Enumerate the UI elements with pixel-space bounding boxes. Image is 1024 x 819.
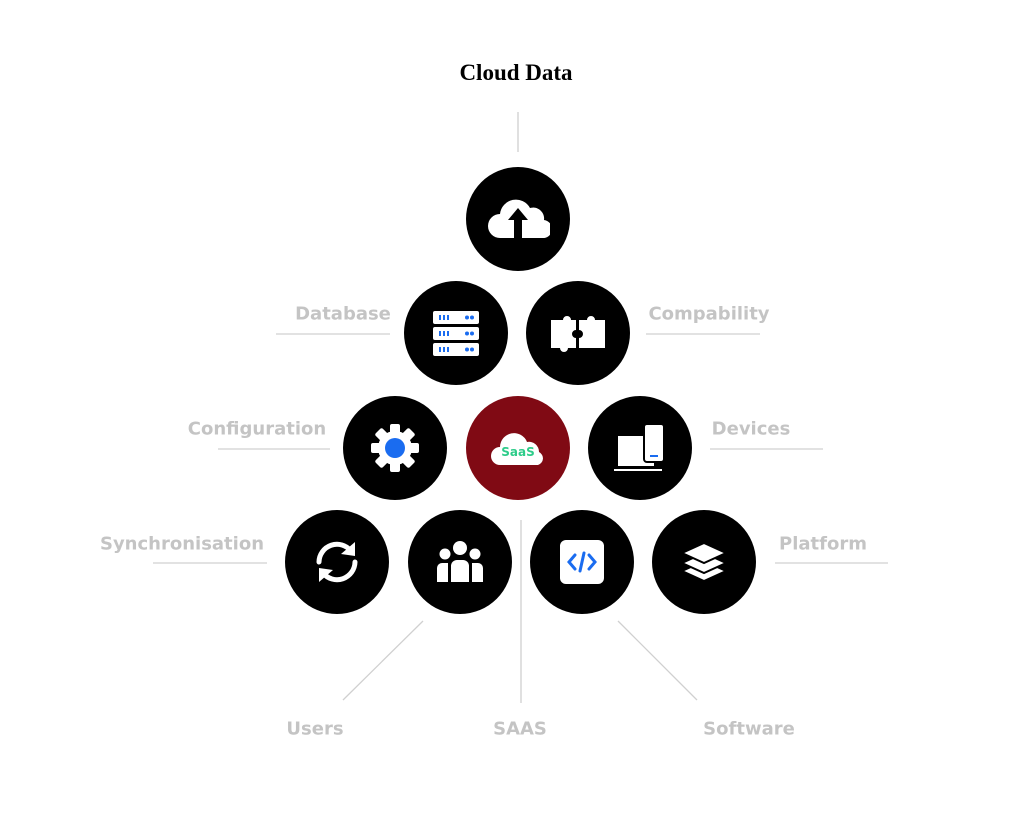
label-database: Database [295,303,391,325]
platform-node [652,510,756,614]
diagram-title: Cloud Data [459,60,573,85]
users-connector [342,620,424,701]
users-group-icon [437,541,483,582]
label-configuration: Configuration [187,418,327,440]
saas-badge-text: SaaS [501,445,535,459]
saas-center-node: SaaS [466,396,570,500]
label-synchronisation: Synchronisation [99,533,265,555]
puzzle-icon [551,316,605,352]
cloud-upload-node [466,167,570,271]
devices-node [588,396,692,500]
software-node [530,510,634,614]
software-connector [617,620,698,701]
sync-icon [316,541,358,583]
cloud-upload-icon [488,199,550,240]
label-users: Users [286,718,344,740]
database-node [404,281,508,385]
synchronisation-node [285,510,389,614]
layers-icon [679,541,729,583]
server-rack-icon [433,311,479,356]
label-saas: SAAS [493,718,547,740]
compability-node [526,281,630,385]
devices-icon [614,423,665,471]
label-platform: Platform [779,533,867,555]
label-devices: Devices [711,418,791,440]
configuration-node [343,396,447,500]
code-icon [560,540,604,584]
label-software: Software [703,718,795,740]
label-compability: Compability [648,303,770,325]
saas-cloud-icon: SaaS [490,429,546,467]
gear-icon [371,424,419,472]
users-node [408,510,512,614]
